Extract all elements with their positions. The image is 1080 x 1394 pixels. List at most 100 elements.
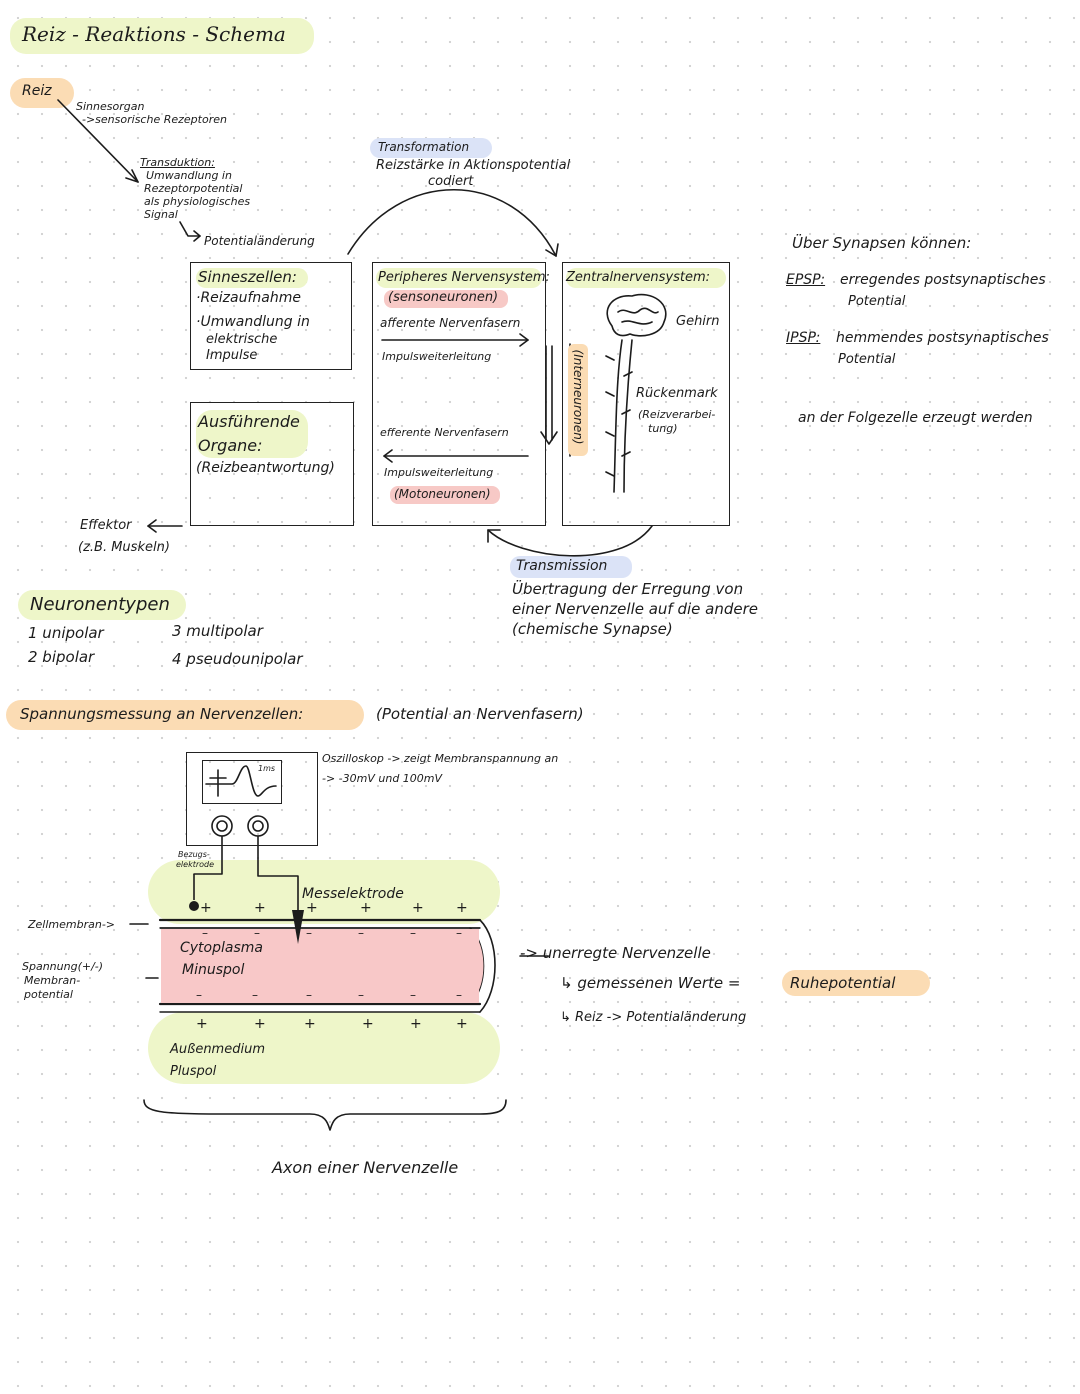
peripheres-moto: (Motoneuronen) [394,487,491,501]
neuronentyp-2: 2 bipolar [28,648,95,666]
peripheres-senso: (sensoneuronen) [388,290,499,305]
transduktion-line-2: Rezeptorpotential [144,182,243,195]
ausfuehrende-highlight [196,410,308,458]
sinneszellen-title: Sinneszellen: [198,268,297,286]
bezugs-label: Bezugs- [178,850,210,859]
ausfuehrende-line-3: (Reizbeantwortung) [196,460,335,476]
oscilloscope-screen [202,760,282,804]
transformation-line-2: codiert [428,174,474,189]
interneuronen-highlight [568,344,588,456]
plus-bottom-3: + [304,1016,316,1032]
neuronentypen-highlight [18,590,186,620]
minus-top-2: – [254,926,260,940]
neuronentyp-3: 3 multipolar [172,622,263,640]
sinneszellen-item-1: ·Reizaufnahme [196,290,301,306]
plus-top-5: + [412,900,424,916]
plus-top-6: + [456,900,468,916]
sinneszellen-box [190,262,352,370]
outer-bottom-highlight [148,1012,500,1084]
effektor-label: Effektor [80,518,132,533]
transformation-line-1: Reizstärke in Aktionspotential [376,158,571,173]
minus-top-4: – [358,926,364,940]
neuronentypen-title: Neuronentypen [30,594,170,615]
minus-bottom-5: – [410,988,416,1002]
epsp-abbr: EPSP: [786,272,826,288]
spannung-label-3: potential [24,988,73,1001]
ruhepotential-highlight [782,970,930,996]
reiz-potential-line: ↳ Reiz -> Potentialänderung [560,1010,747,1025]
plus-top-4: + [360,900,372,916]
transduktion-line-1: Umwandlung in [146,169,232,182]
gemessen-label: ↳ gemessenen Werte = [560,974,741,992]
peripheres-efferent: efferente Nervenfasern [380,426,509,439]
pluspol-label: Pluspol [170,1064,217,1079]
oszi-line-1: Oszilloskop -> zeigt Membranspannung an [322,752,559,765]
epsp-text: erregendes postsynaptisches [840,272,1046,288]
cytoplasma-label: Cytoplasma [180,940,263,956]
peripheres-impuls-2: Impulsweiterleitung [384,466,494,479]
transmission-line-3: (chemische Synapse) [512,620,673,638]
plus-bottom-4: + [362,1016,374,1032]
unerregte-label: -> unerregte Nervenzelle [520,944,711,962]
zentral-reizverarbeitung-1: (Reizverarbei- [638,408,716,421]
plus-top-1: + [200,900,212,916]
oscilloscope-screen-label: 1ms [258,764,276,773]
moto-highlight [390,486,500,504]
zentral-rueckenmark: Rückenmark [636,386,718,401]
transformation-label: Transformation [378,140,470,154]
transmission-line-2: einer Nervenzelle auf die andere [512,600,759,618]
ipsp-abbr: IPSP: [786,330,821,346]
transmission-label: Transmission [516,558,608,574]
minus-top-3: – [306,926,312,940]
neuronentyp-1: 1 unipolar [28,624,104,642]
oszi-line-2: -> -30mV und 100mV [322,772,443,785]
reiz-highlight [10,78,74,108]
zentral-title: Zentralnervensystem: [566,270,711,285]
epsp-text-2: Potential [848,294,906,309]
plus-top-2: + [254,900,266,916]
transduktion-line-4: Signal [144,208,178,221]
spannung-title: Spannungsmessung an Nervenzellen: [20,705,304,723]
zentral-box [562,262,730,526]
sinneszellen-title-highlight [196,268,308,288]
plus-bottom-2: + [254,1016,266,1032]
spannung-subtitle: (Potential an Nervenfasern) [376,705,584,723]
potentialaenderung-label: Potentialänderung [204,234,315,248]
senso-highlight [384,290,508,308]
minus-bottom-6: – [456,988,462,1002]
peripheres-impuls-1: Impulsweiterleitung [382,350,492,363]
axon-label: Axon einer Nervenzelle [272,1158,459,1177]
oscilloscope [186,752,318,846]
ausfuehrende-line-1: Ausführende [198,412,300,431]
peripheres-box [372,262,546,526]
ipsp-text: hemmendes postsynaptisches [836,330,1049,346]
synapsen-heading: Über Synapsen können: [792,234,972,252]
plus-bottom-5: + [410,1016,422,1032]
ausfuehrende-line-2: Organe: [198,436,263,455]
zentral-interneuronen: (Interneuronen) [571,349,585,445]
reiz-label: Reiz [22,83,52,99]
ausfuehrende-box [190,402,354,526]
messelektrode-label: Messelektrode [302,886,404,902]
plus-bottom-1: + [196,1016,208,1032]
spannung-label-1: Spannung(+/-) [22,960,104,973]
plus-top-3: + [306,900,318,916]
transduktion-line-3: als physiologisches [144,195,251,208]
minus-bottom-3: – [306,988,312,1002]
transduktion-title: Transduktion: [140,156,215,169]
peripheres-title-highlight [376,268,542,288]
minuspol-label: Minuspol [182,962,245,978]
page-title: Reiz - Reaktions - Schema [22,22,286,46]
transmission-highlight [510,556,632,578]
synapsen-footer: an der Folgezelle erzeugt werden [798,410,1033,426]
spannung-highlight [6,700,364,730]
effektor-example: (z.B. Muskeln) [78,540,170,555]
aussenmedium-label: Außenmedium [170,1042,265,1057]
ipsp-text-2: Potential [838,352,896,367]
elektrode-label: elektrode [176,860,215,869]
zentral-title-highlight [566,268,726,288]
minus-bottom-1: – [196,988,202,1002]
sinneszellen-item-4: Impulse [206,348,258,363]
rezeptoren-label: ->sensorische Rezeptoren [82,113,227,126]
